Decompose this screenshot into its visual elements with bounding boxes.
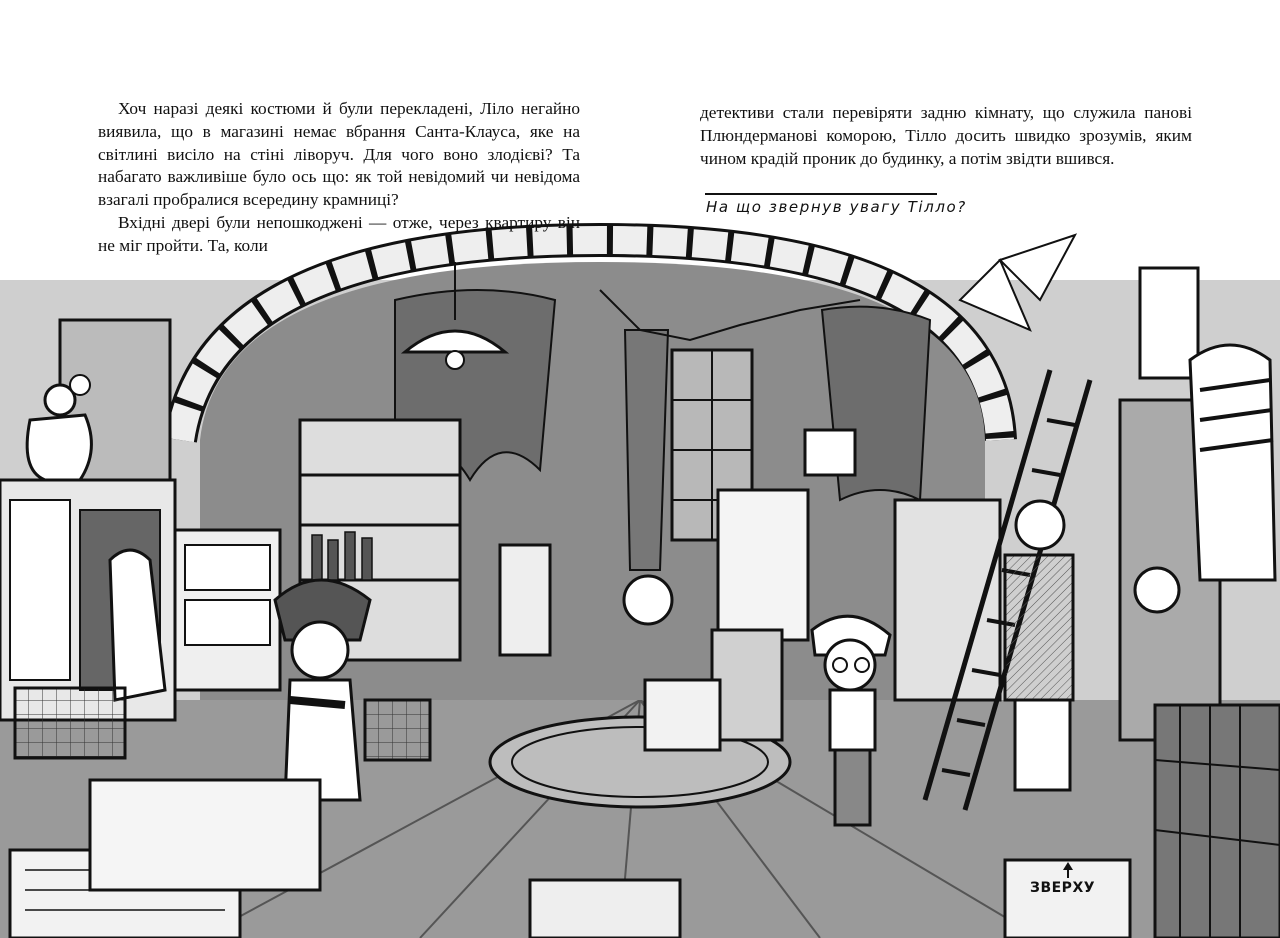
puzzle-question: На що звернув увагу Тілло? [706,198,967,216]
filing-cabinet [498,543,552,657]
character-peeking [1133,566,1181,614]
box-label: ЗВЕРХУ [1030,880,1096,896]
curtain-center [623,329,670,571]
hanging-lamp [400,329,510,354]
wooden-barrel [1153,703,1280,938]
gumball-jar [622,574,674,626]
right-text-column: детективи стали перевіряти задню кімнату… [700,102,1192,170]
laundry-basket [363,698,432,762]
question-divider [705,193,937,195]
framed-photo [803,428,857,477]
left-paragraph-2: Вхідні двері були непошкоджені — отже, ч… [98,212,580,255]
striped-costume [1188,343,1277,582]
right-paragraph-1: детективи стали перевіряти задню кімнату… [700,103,1192,168]
character-tillo [810,614,892,827]
white-cabinet [716,488,810,642]
wall-picture [1138,266,1200,380]
foreground-box [88,778,322,892]
character-lilo [273,578,372,802]
cardboard-box-center [643,678,722,752]
flower-vase [25,413,93,482]
left-text-column: Хоч наразі деякі костюми й були переклад… [98,98,580,258]
bunting [599,289,861,342]
trash-bin [710,628,784,742]
left-paragraph-1: Хоч наразі деякі костюми й були переклад… [98,99,580,210]
costume-hanging [108,548,167,702]
storage-crate [13,686,127,760]
character-shop-owner [1003,499,1075,792]
small-crate [528,878,682,938]
